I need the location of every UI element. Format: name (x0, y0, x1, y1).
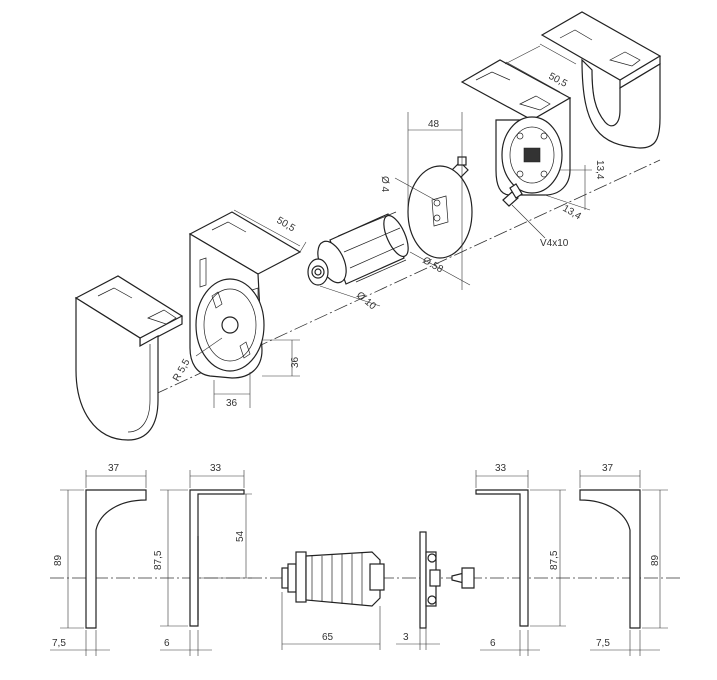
disc-width-label: 48 (428, 119, 440, 130)
disc-thickness-label: 3 (403, 632, 409, 643)
side-screw (451, 567, 475, 589)
left-bracket-width-label: 37 (108, 463, 120, 474)
dim-disc (394, 112, 471, 290)
main-center-axis (94, 159, 661, 423)
left-flat-bracket (188, 211, 302, 379)
bracket-left-width-label: 50,5 (275, 215, 298, 234)
right-flat-thickness-label: 6 (490, 638, 496, 649)
right-flat-width-label: 33 (495, 463, 507, 474)
side-right-bracket (579, 470, 668, 656)
side-left-bracket (50, 470, 147, 656)
left-flat-height-label: 87,5 (153, 550, 164, 570)
side-left-flat-bracket (160, 470, 252, 656)
dim-left-bracket (195, 209, 307, 408)
dim-bracket-right-width (504, 43, 577, 93)
screw-spec-label: V4x10 (540, 238, 569, 249)
radius-label: R 5,5 (171, 357, 193, 384)
side-disc (396, 531, 441, 650)
hole-offset-vertical-label: 13,4 (594, 160, 605, 180)
hole-offset-horizontal-label: 13,4 (561, 203, 584, 222)
side-adapter (281, 551, 385, 650)
flange-height-label: 36 (290, 356, 301, 368)
hole-diameter-label: Ø 4 (379, 176, 390, 193)
right-flat-bracket (460, 59, 572, 196)
left-l-bracket (74, 275, 184, 441)
side-right-flat-bracket (475, 470, 566, 656)
right-bracket-thickness-label: 7,5 (596, 638, 610, 649)
left-bracket-thickness-label: 7,5 (52, 638, 66, 649)
right-bracket-width-label: 37 (602, 463, 614, 474)
right-flat-height-label: 87,5 (549, 550, 560, 570)
dim-hole-offsets (544, 165, 592, 211)
axle-diameter-label: Ø 10 (354, 290, 378, 313)
adapter-cylinder (307, 211, 409, 286)
right-l-bracket (540, 11, 662, 149)
end-disc (407, 165, 473, 259)
left-flat-width-label: 33 (210, 463, 222, 474)
dim-axle (319, 285, 381, 307)
flange-width-label: 36 (226, 398, 238, 409)
right-bracket-height-label: 89 (650, 554, 661, 566)
left-bracket-height-label: 89 (53, 554, 64, 566)
adapter-length-label: 65 (322, 632, 334, 643)
screw-v4x10 (502, 183, 546, 239)
left-flat-slot-label: 54 (235, 530, 246, 542)
left-flat-thickness-label: 6 (164, 638, 170, 649)
